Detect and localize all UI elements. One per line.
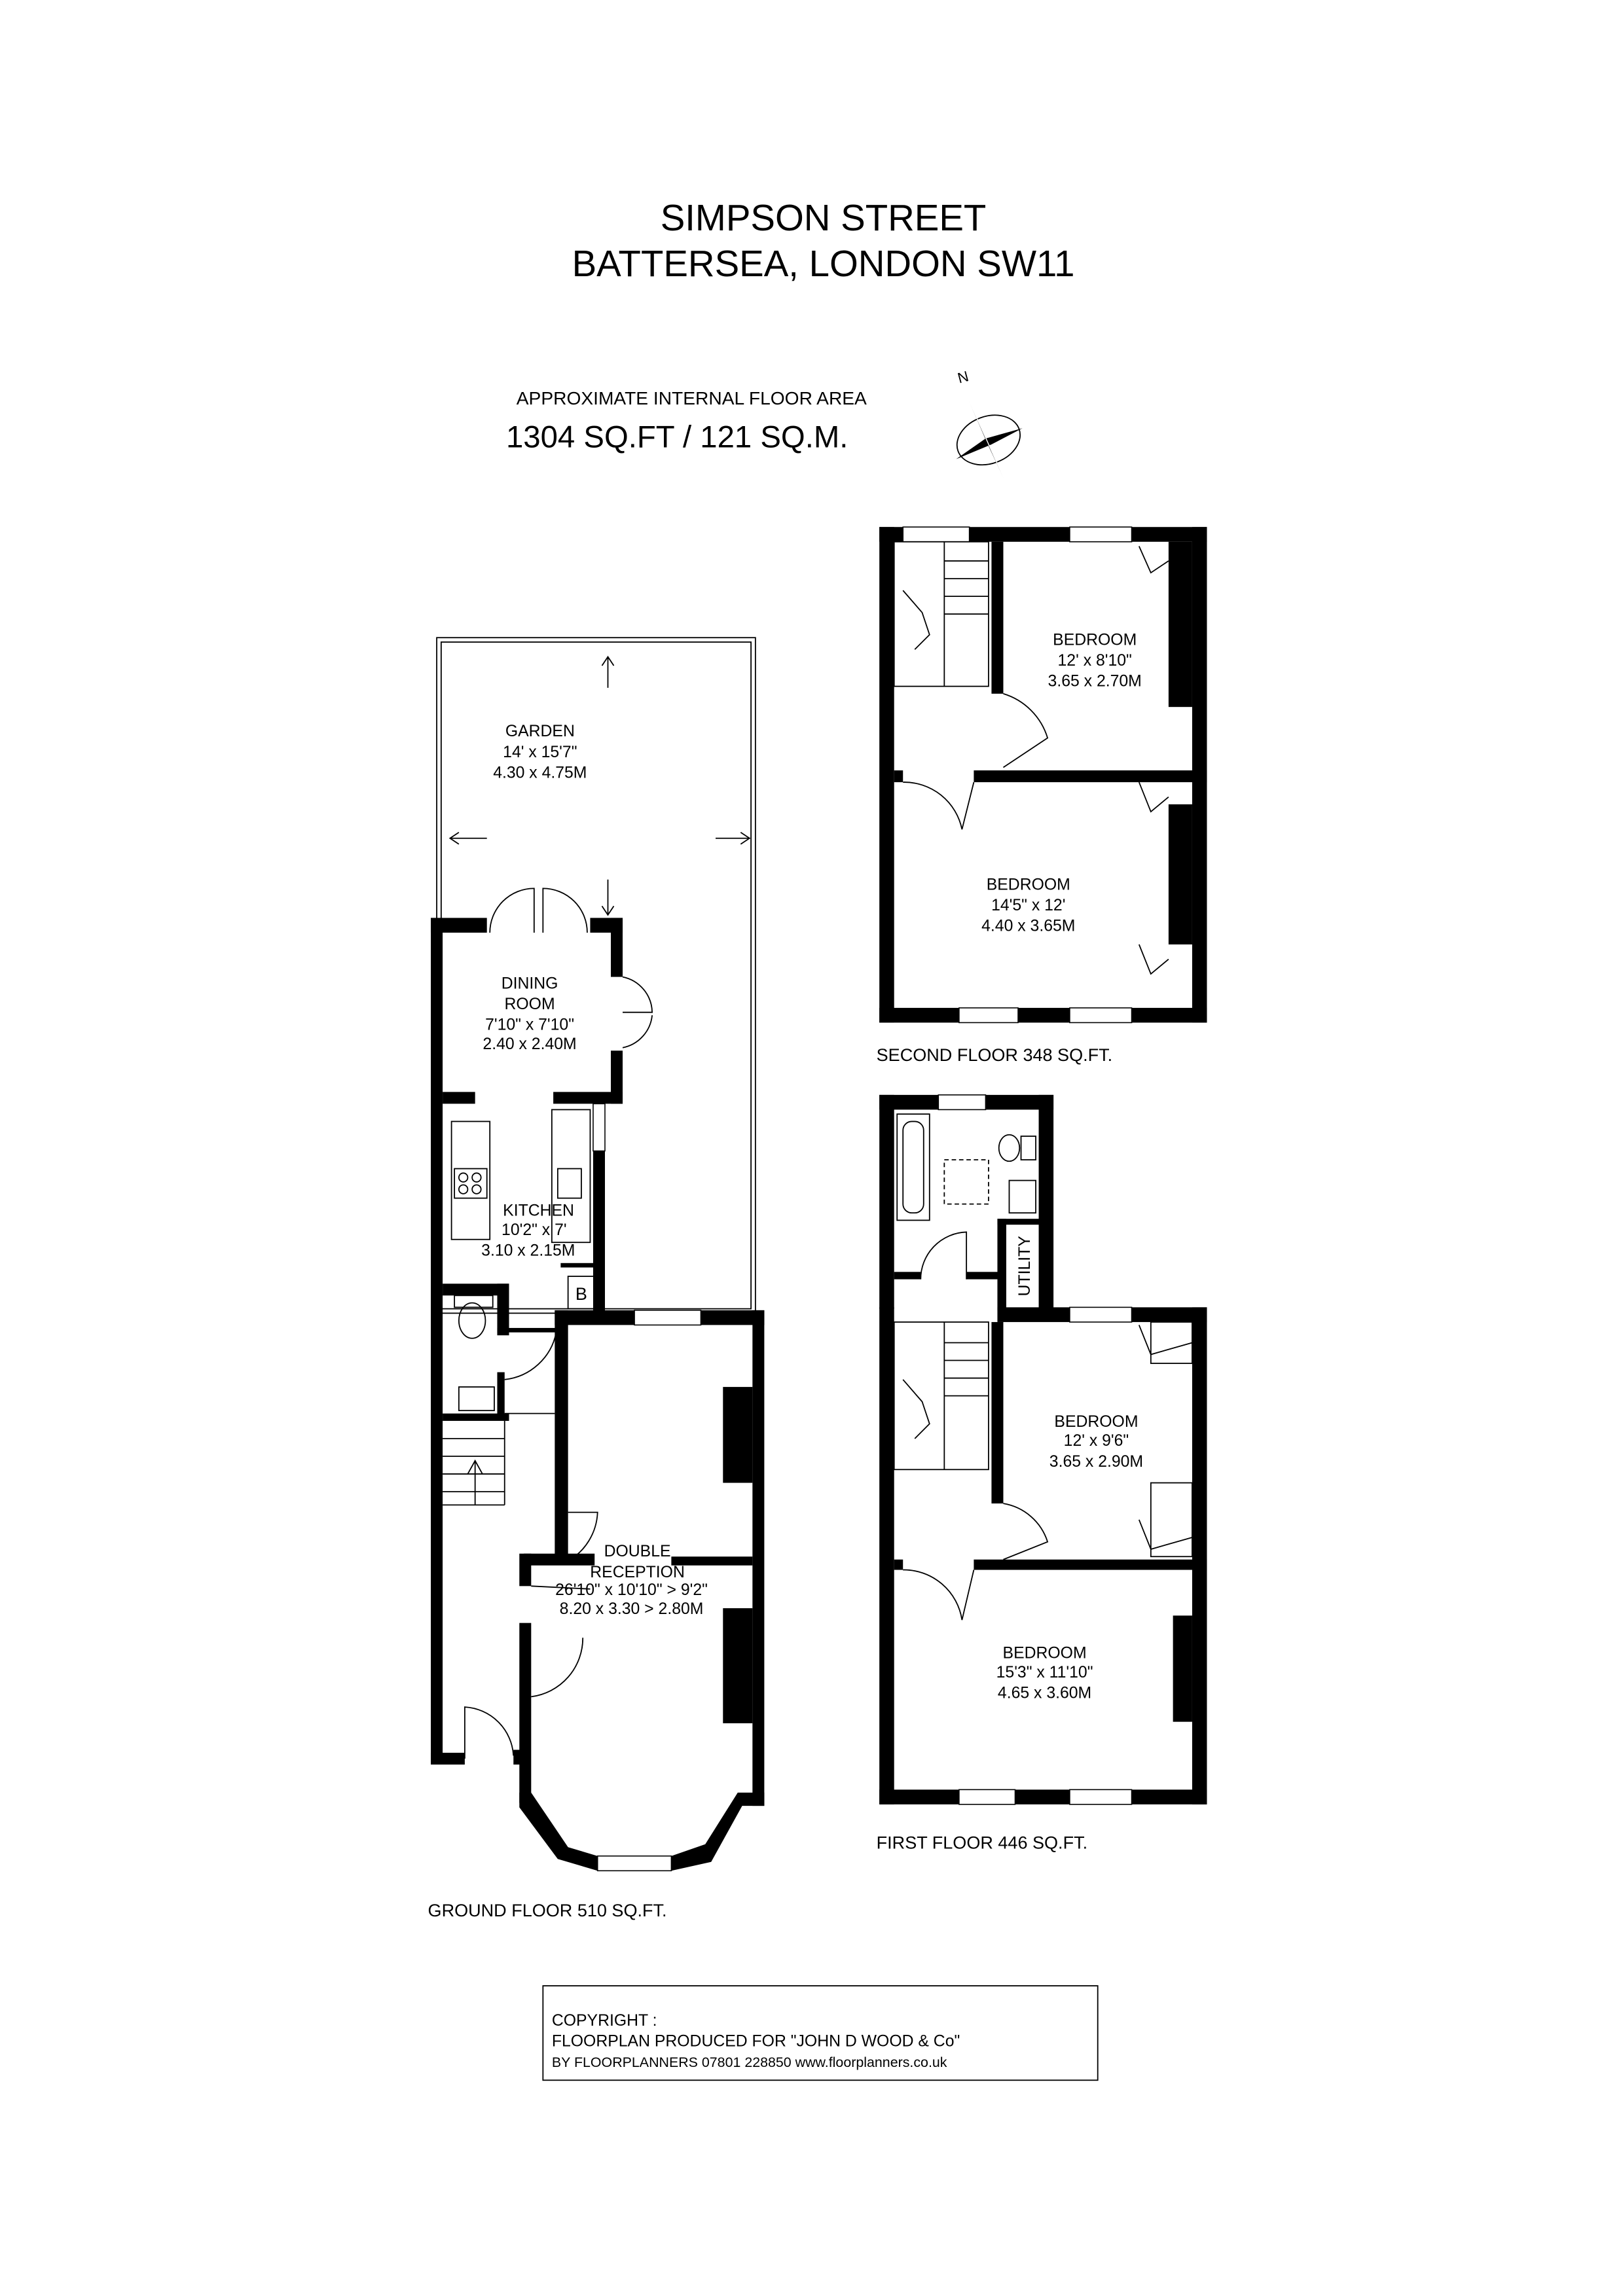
svg-text:DOUBLE: DOUBLE bbox=[604, 1543, 671, 1560]
svg-text:N: N bbox=[956, 368, 970, 386]
svg-text:14' x 15'7": 14' x 15'7" bbox=[503, 744, 577, 761]
svg-text:26'10" x 10'10" > 9'2": 26'10" x 10'10" > 9'2" bbox=[555, 1581, 708, 1599]
svg-text:BEDROOM: BEDROOM bbox=[987, 876, 1070, 894]
boiler-label: B bbox=[575, 1284, 587, 1304]
room-bedroom-second-bottom: BEDROOM 14'5" x 12' 4.40 x 3.65M bbox=[981, 876, 1075, 935]
svg-text:4.40 x 3.65M: 4.40 x 3.65M bbox=[981, 918, 1075, 935]
svg-text:ROOM: ROOM bbox=[505, 996, 555, 1013]
svg-text:KITCHEN: KITCHEN bbox=[503, 1202, 574, 1220]
first-floor-label: FIRST FLOOR 446 SQ.FT. bbox=[877, 1833, 1087, 1852]
room-garden: GARDEN 14' x 15'7" 4.30 x 4.75M bbox=[493, 723, 587, 781]
copyright-line-3: BY FLOORPLANNERS 07801 228850 www.floorp… bbox=[552, 2054, 947, 2070]
copyright-box: COPYRIGHT : FLOORPLAN PRODUCED FOR "JOHN… bbox=[542, 1985, 1099, 2081]
svg-text:12' x 9'6": 12' x 9'6" bbox=[1064, 1432, 1129, 1450]
svg-text:12' x 8'10": 12' x 8'10" bbox=[1058, 652, 1132, 670]
first-floor-plan: UTILITY BEDROOM 12' bbox=[877, 1094, 1207, 1852]
area-value: 1304 SQ.FT / 121 SQ.M. bbox=[506, 420, 848, 455]
utility-label: UTILITY bbox=[1016, 1236, 1034, 1296]
svg-text:GARDEN: GARDEN bbox=[505, 723, 575, 740]
room-bedroom-first-bottom: BEDROOM 15'3" x 11'10" 4.65 x 3.60M bbox=[996, 1645, 1093, 1702]
svg-text:3.65 x 2.70M: 3.65 x 2.70M bbox=[1048, 673, 1142, 691]
svg-text:8.20 x 3.30 > 2.80M: 8.20 x 3.30 > 2.80M bbox=[560, 1600, 704, 1618]
room-bedroom-second-top: BEDROOM 12' x 8'10" 3.65 x 2.70M bbox=[1048, 632, 1142, 691]
svg-text:BEDROOM: BEDROOM bbox=[1003, 1645, 1087, 1662]
svg-text:2.40 x 2.40M: 2.40 x 2.40M bbox=[483, 1035, 576, 1053]
copyright-line-1: COPYRIGHT : bbox=[552, 2012, 657, 2030]
second-floor-plan: BEDROOM 12' x 8'10" 3.65 x 2.70M BEDROOM… bbox=[877, 526, 1207, 1065]
title-line-1: SIMPSON STREET bbox=[661, 197, 987, 238]
garden-arrows-icon bbox=[448, 655, 751, 916]
room-kitchen: KITCHEN 10'2" x 7' 3.10 x 2.15M bbox=[481, 1202, 575, 1260]
ground-floor-label: GROUND FLOOR 510 SQ.FT. bbox=[428, 1901, 667, 1920]
area-caption: APPROXIMATE INTERNAL FLOOR AREA bbox=[517, 387, 867, 408]
room-double-reception: DOUBLE RECEPTION 26'10" x 10'10" > 9'2" … bbox=[555, 1543, 708, 1618]
svg-text:DINING: DINING bbox=[501, 975, 558, 993]
room-bedroom-first-top: BEDROOM 12' x 9'6" 3.65 x 2.90M bbox=[1049, 1413, 1143, 1471]
svg-text:10'2" x 7': 10'2" x 7' bbox=[501, 1221, 567, 1239]
svg-text:RECEPTION: RECEPTION bbox=[590, 1564, 685, 1581]
svg-text:4.65 x 3.60M: 4.65 x 3.60M bbox=[998, 1685, 1091, 1702]
svg-text:BEDROOM: BEDROOM bbox=[1053, 632, 1137, 649]
svg-text:15'3" x 11'10": 15'3" x 11'10" bbox=[996, 1664, 1093, 1681]
svg-text:3.10 x 2.15M: 3.10 x 2.15M bbox=[481, 1242, 575, 1260]
compass-icon: N bbox=[956, 368, 1023, 491]
svg-text:3.65 x 2.90M: 3.65 x 2.90M bbox=[1049, 1453, 1143, 1471]
svg-text:BEDROOM: BEDROOM bbox=[1054, 1413, 1138, 1431]
svg-text:14'5" x 12': 14'5" x 12' bbox=[991, 897, 1065, 914]
room-dining-room: DINING ROOM 7'10" x 7'10" 2.40 x 2.40M bbox=[483, 975, 576, 1053]
svg-text:7'10" x 7'10": 7'10" x 7'10" bbox=[485, 1016, 574, 1034]
copyright-line-2: FLOORPLAN PRODUCED FOR "JOHN D WOOD & Co… bbox=[552, 2032, 960, 2050]
second-floor-label: SECOND FLOOR 348 SQ.FT. bbox=[877, 1045, 1113, 1065]
title-line-2: BATTERSEA, LONDON SW11 bbox=[572, 243, 1075, 284]
svg-text:4.30 x 4.75M: 4.30 x 4.75M bbox=[493, 764, 587, 781]
ground-floor-plan: B bbox=[428, 637, 765, 1920]
